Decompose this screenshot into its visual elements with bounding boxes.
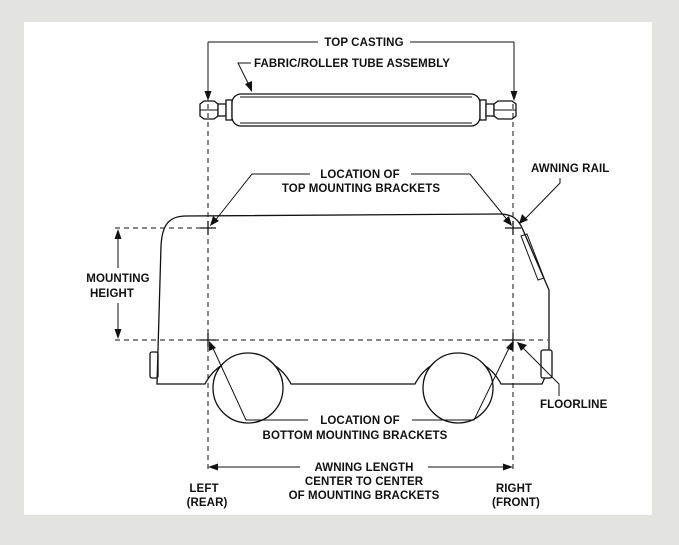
mounting-height-label-line2: HEIGHT	[90, 288, 134, 300]
awning-length-label-line1: AWNING LENGTH	[314, 462, 413, 474]
awning-length-label-line2: CENTER TO CENTER	[305, 476, 424, 488]
awning-length-dimension	[208, 463, 513, 471]
top-brackets-leaders	[210, 173, 512, 226]
mounting-height-dimension	[114, 229, 122, 339]
top-casting-label: TOP CASTING	[324, 37, 403, 49]
right-label-line1: RIGHT	[496, 483, 532, 495]
left-label-line2: (REAR)	[187, 497, 228, 509]
fabric-roller-leader	[237, 62, 252, 92]
awning-rail-label: AWNING RAIL	[531, 163, 609, 175]
floorline-leader	[517, 342, 560, 396]
top-brackets-label-line2: TOP MOUNTING BRACKETS	[282, 183, 440, 195]
roller-tube-assembly	[199, 93, 517, 127]
floorline-label: FLOORLINE	[540, 399, 608, 411]
bracket-marks	[200, 221, 521, 347]
top-brackets-label-line1: LOCATION OF	[320, 169, 399, 181]
bottom-brackets-label-line2: BOTTOM MOUNTING BRACKETS	[263, 430, 448, 442]
top-casting-dimension	[204, 41, 518, 101]
fabric-roller-label: FABRIC/ROLLER TUBE ASSEMBLY	[254, 58, 450, 70]
mounting-height-label-line1: MOUNTING	[86, 273, 149, 285]
bottom-brackets-label-line1: LOCATION OF	[320, 415, 399, 427]
van-body	[149, 213, 553, 424]
right-label-line2: (FRONT)	[492, 497, 540, 509]
awning-rail-leader	[519, 178, 561, 224]
left-label-line1: LEFT	[189, 483, 218, 495]
bottom-brackets-leaders	[209, 341, 513, 421]
awning-length-label-line3: OF MOUNTING BRACKETS	[289, 490, 440, 502]
